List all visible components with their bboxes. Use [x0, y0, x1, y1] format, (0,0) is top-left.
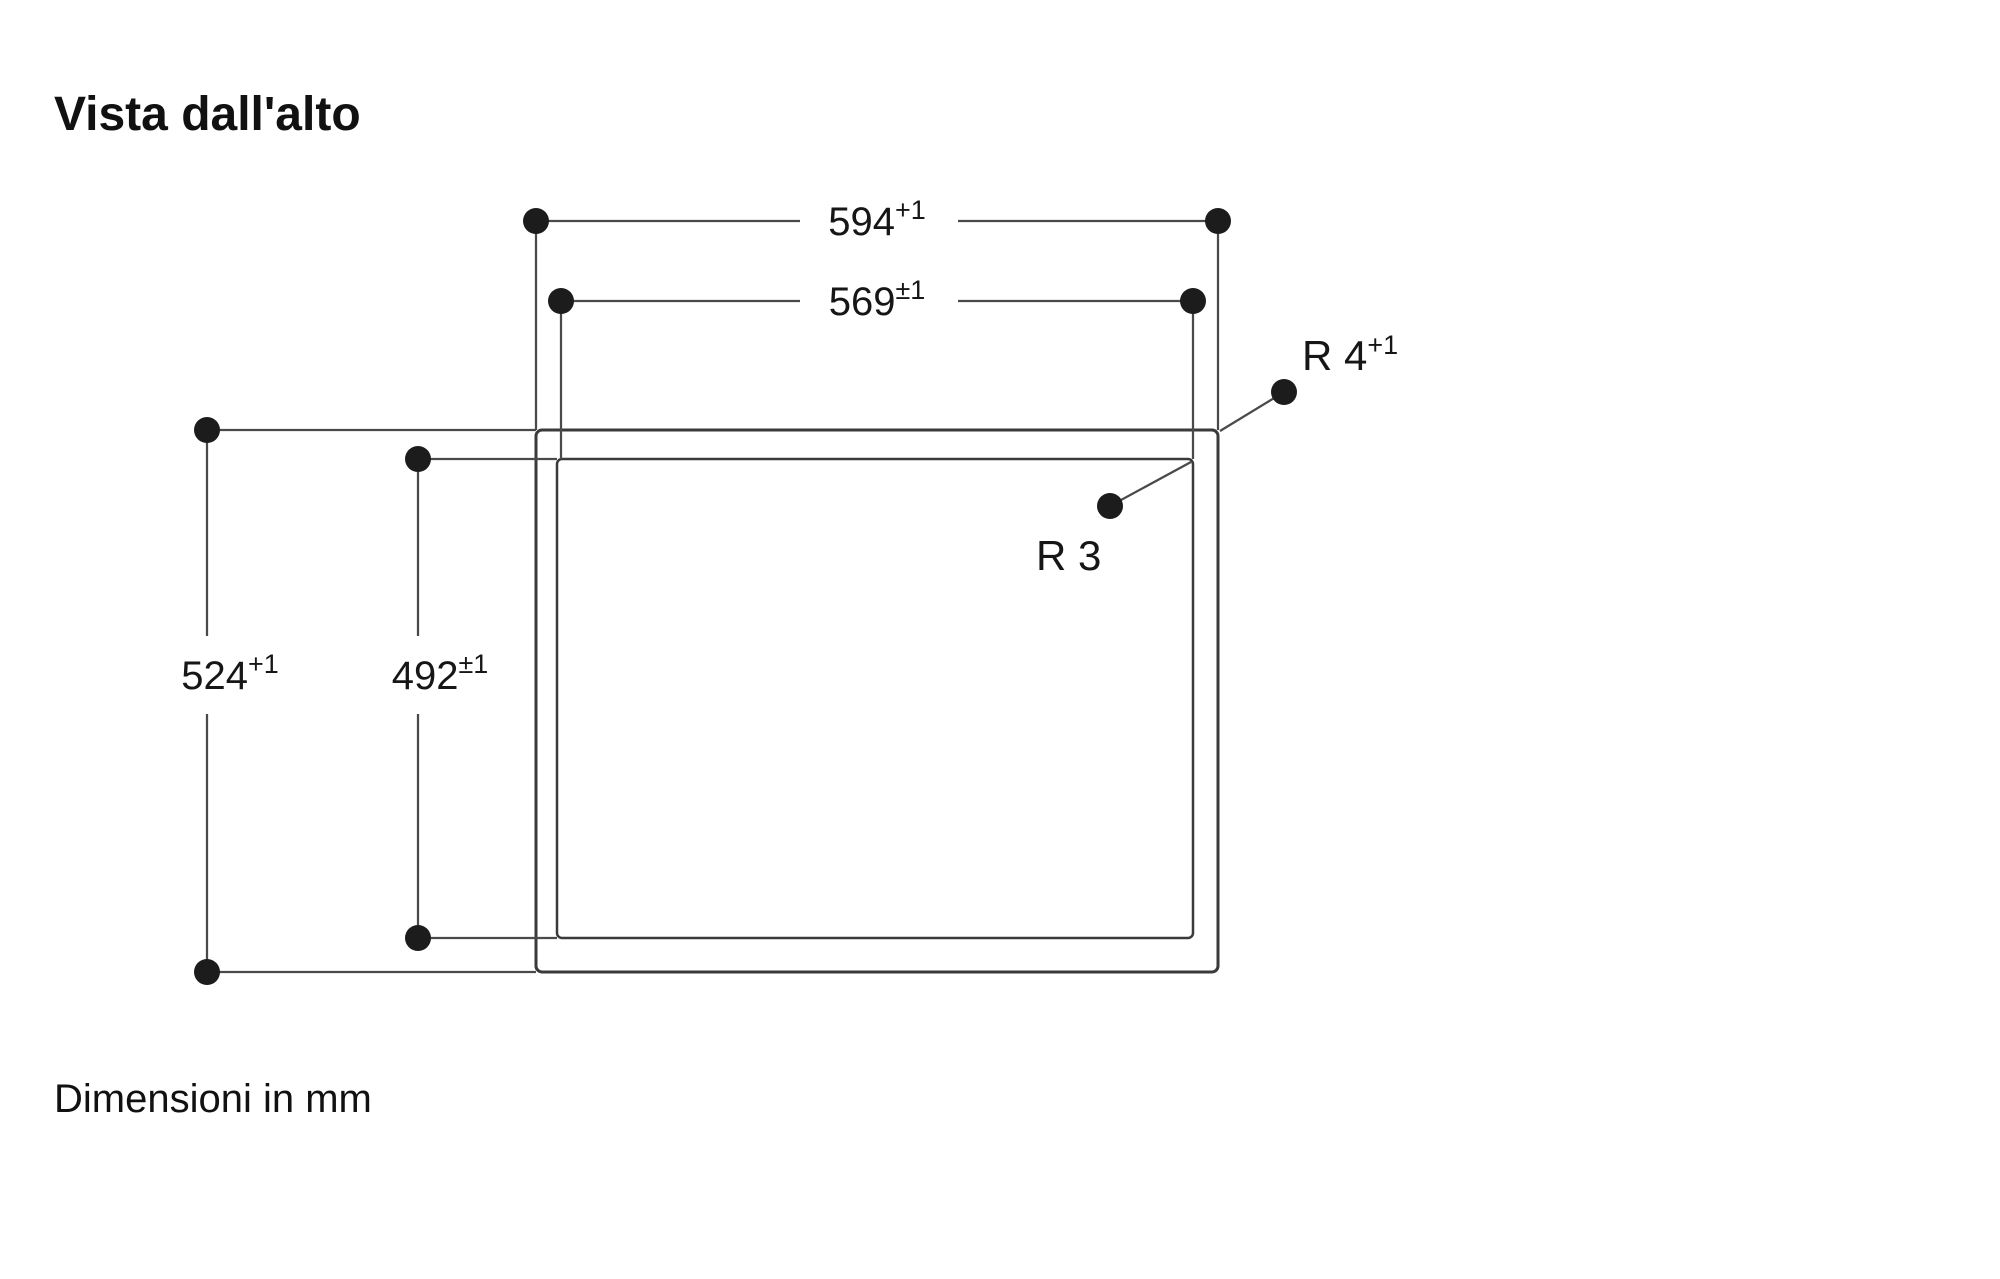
- leader-dot-inner-corner-radius: [1097, 493, 1123, 519]
- label-outer-corner-radius: R 4+1: [1302, 330, 1398, 379]
- dim-dot-inner-height-top: [405, 446, 431, 472]
- dim-label-outer-width: 594+1: [828, 195, 926, 244]
- dim-dot-outer-width-right: [1205, 208, 1231, 234]
- dim-label-inner-height: 492±1: [392, 649, 489, 698]
- dim-dot-inner-height-bottom: [405, 925, 431, 951]
- page-title: Vista dall'alto: [54, 88, 361, 141]
- dim-label-outer-height: 524+1: [181, 649, 279, 698]
- leader-line-inner-corner-radius: [1109, 461, 1192, 507]
- dim-dot-inner-width-right: [1180, 288, 1206, 314]
- dim-label-inner-width: 569±1: [829, 275, 926, 324]
- dim-dot-inner-width-left: [548, 288, 574, 314]
- label-inner-corner-radius: R 3: [1036, 532, 1101, 579]
- dim-dot-outer-width-left: [523, 208, 549, 234]
- leader-dot-outer-corner-radius: [1271, 379, 1297, 405]
- units-note: Dimensioni in mm: [54, 1077, 372, 1121]
- dim-dot-outer-height-bottom: [194, 959, 220, 985]
- inner-frame-rect: [555, 457, 1195, 940]
- dim-dot-outer-height-top: [194, 417, 220, 443]
